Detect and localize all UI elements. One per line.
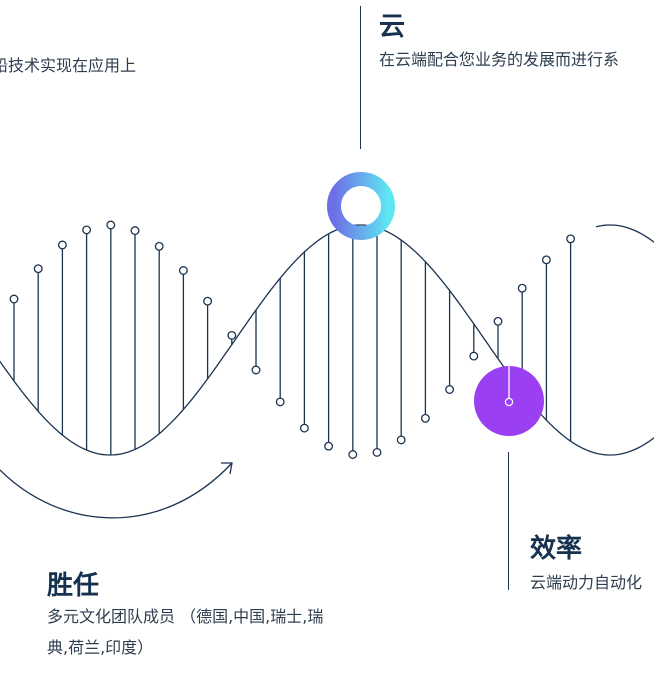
competence-description-line2: 典,荷兰,印度）: [47, 638, 154, 657]
competence-title: 胜任: [47, 571, 100, 601]
cloud-title: 云: [379, 12, 406, 42]
cloud-connector-line: [360, 6, 362, 149]
efficiency-description: 云端动力自动化: [530, 573, 643, 592]
arrow-head-icon: [221, 462, 233, 475]
wave-stick-knob: [420, 413, 430, 423]
wave-stick-knob: [299, 423, 309, 433]
wave-stick-knob: [154, 241, 164, 251]
efficiency-connector-line: [508, 452, 510, 590]
cloud-description: 在云端配合您业务的发展而进行系: [379, 50, 620, 69]
top-left-description: 铅技术实现在应用上: [0, 56, 137, 75]
wave-stick-knob: [130, 226, 140, 236]
competence-description-line1: 多元文化团队成员 （德国,中国,瑞士,瑞: [47, 607, 324, 626]
wave-stick-knob: [203, 296, 213, 306]
wave-stick-knob: [178, 266, 188, 275]
wave-stick-knob: [82, 225, 92, 235]
wave-stick-knob: [445, 385, 455, 394]
wave-stick-knob: [275, 397, 285, 407]
wave-stick-knob: [541, 255, 551, 265]
wave-stick-knob: [348, 450, 358, 459]
wave-stick-knob: [372, 447, 382, 457]
wave-stick-knob: [469, 351, 479, 361]
wave-sticks: [9, 220, 576, 459]
arrow-arc: [0, 462, 233, 519]
wave-stick-knob: [251, 365, 261, 375]
wave-stick-knob: [227, 330, 237, 340]
purple-dot-knob: [504, 397, 514, 407]
wave-stick-knob: [517, 283, 527, 293]
wave-stick-knob: [566, 234, 576, 244]
ring-marker: [327, 172, 395, 240]
wave-stick-knob: [324, 441, 334, 451]
wave-stick-knob: [9, 294, 19, 304]
efficiency-title: 效率: [530, 534, 583, 564]
wave-stick-knob: [106, 220, 116, 230]
wave-stick-knob: [57, 240, 67, 250]
wave-stick-knob: [33, 264, 43, 274]
wave-stick-knob: [493, 316, 503, 326]
wave-line-secondary: [595, 224, 654, 243]
wave-stick-knob: [396, 435, 406, 445]
wave-line: [0, 224, 654, 456]
